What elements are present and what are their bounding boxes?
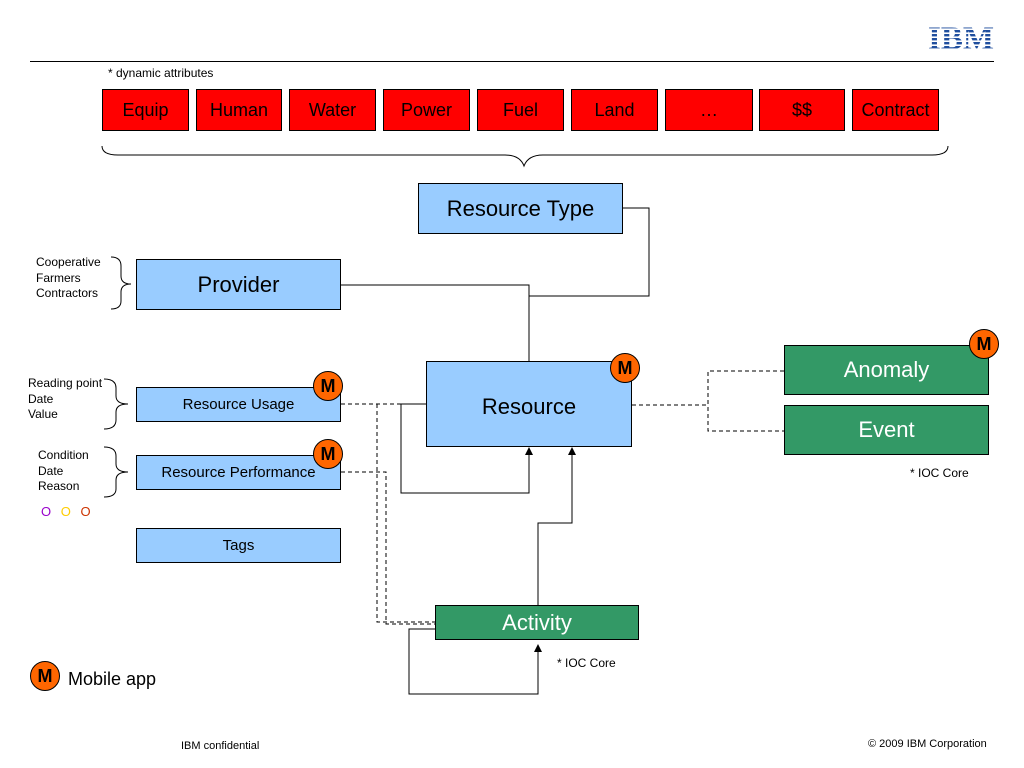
attribute-water: Water [289, 89, 376, 131]
attribute-equip: Equip [102, 89, 189, 131]
status-circle-red: O [80, 504, 94, 519]
mobile-badge-resource: M [610, 353, 640, 383]
activity-ioc-core-note: * IOC Core [557, 656, 616, 670]
attribute-fuel: Fuel [477, 89, 564, 131]
svg-text:IBM: IBM [928, 22, 994, 52]
performance-fields: Condition Date Reason [38, 448, 89, 495]
resource-usage-box: Resource Usage [136, 387, 341, 422]
attribute-power: Power [383, 89, 470, 131]
legend-mobile-badge: M [30, 661, 60, 691]
performance-dashed [341, 471, 435, 625]
status-circles: O O O [41, 504, 94, 519]
mobile-badge-performance: M [313, 439, 343, 469]
attributes-brace [101, 145, 949, 168]
provider-example-farmers: Farmers [36, 270, 81, 285]
anomaly-box: Anomaly [784, 345, 989, 395]
ibm-logo: IBM [928, 22, 994, 52]
performance-brace [103, 446, 129, 498]
attribute-money: $$ [759, 89, 845, 131]
provider-line [341, 284, 530, 296]
attribute-land: Land [571, 89, 658, 131]
attribute-contract: Contract [852, 89, 939, 131]
provider-box: Provider [136, 259, 341, 310]
footer-copyright: © 2009 IBM Corporation [868, 738, 987, 750]
tags-box: Tags [136, 528, 341, 563]
resource-loop [400, 403, 533, 494]
performance-field-condition: Condition [38, 448, 89, 462]
activity-box: Activity [435, 605, 639, 640]
activity-to-resource [537, 447, 576, 605]
resource-type-box: Resource Type [418, 183, 623, 234]
provider-examples: Cooperative Farmers Contractors [36, 255, 101, 302]
usage-fields: Reading point Date Value [28, 376, 102, 423]
status-circle-purple: O [41, 504, 55, 519]
legend-mobile-app-text: Mobile app [68, 669, 157, 689]
usage-field-value: Value [28, 407, 58, 421]
attribute-human: Human [196, 89, 282, 131]
performance-field-date: Date [38, 463, 64, 478]
usage-field-date: Date [28, 391, 54, 406]
core-split-dashed [707, 370, 784, 432]
usage-to-activity-dashed [376, 404, 435, 623]
attribute-ellipsis: … [665, 89, 753, 131]
provider-example-contractors: Contractors [36, 286, 99, 300]
resource-performance-box: Resource Performance [136, 455, 341, 490]
provider-example-cooperative: Cooperative [36, 255, 101, 269]
resource-box: Resource [426, 361, 632, 447]
header-rule [30, 61, 994, 62]
performance-field-reason: Reason [38, 479, 80, 493]
activity-loop [408, 628, 542, 695]
mobile-badge-usage: M [313, 371, 343, 401]
type-to-resource-line [528, 207, 650, 361]
dynamic-attributes-note: * dynamic attributes [108, 66, 214, 80]
usage-field-reading-point: Reading point [28, 376, 103, 390]
provider-brace [110, 256, 132, 310]
event-ioc-core-note: * IOC Core [910, 466, 969, 480]
event-box: Event [784, 405, 989, 455]
usage-brace [103, 378, 129, 430]
status-circle-yellow: O [60, 504, 74, 519]
mobile-badge-anomaly: M [969, 329, 999, 359]
footer-confidential: IBM confidential [181, 740, 260, 752]
